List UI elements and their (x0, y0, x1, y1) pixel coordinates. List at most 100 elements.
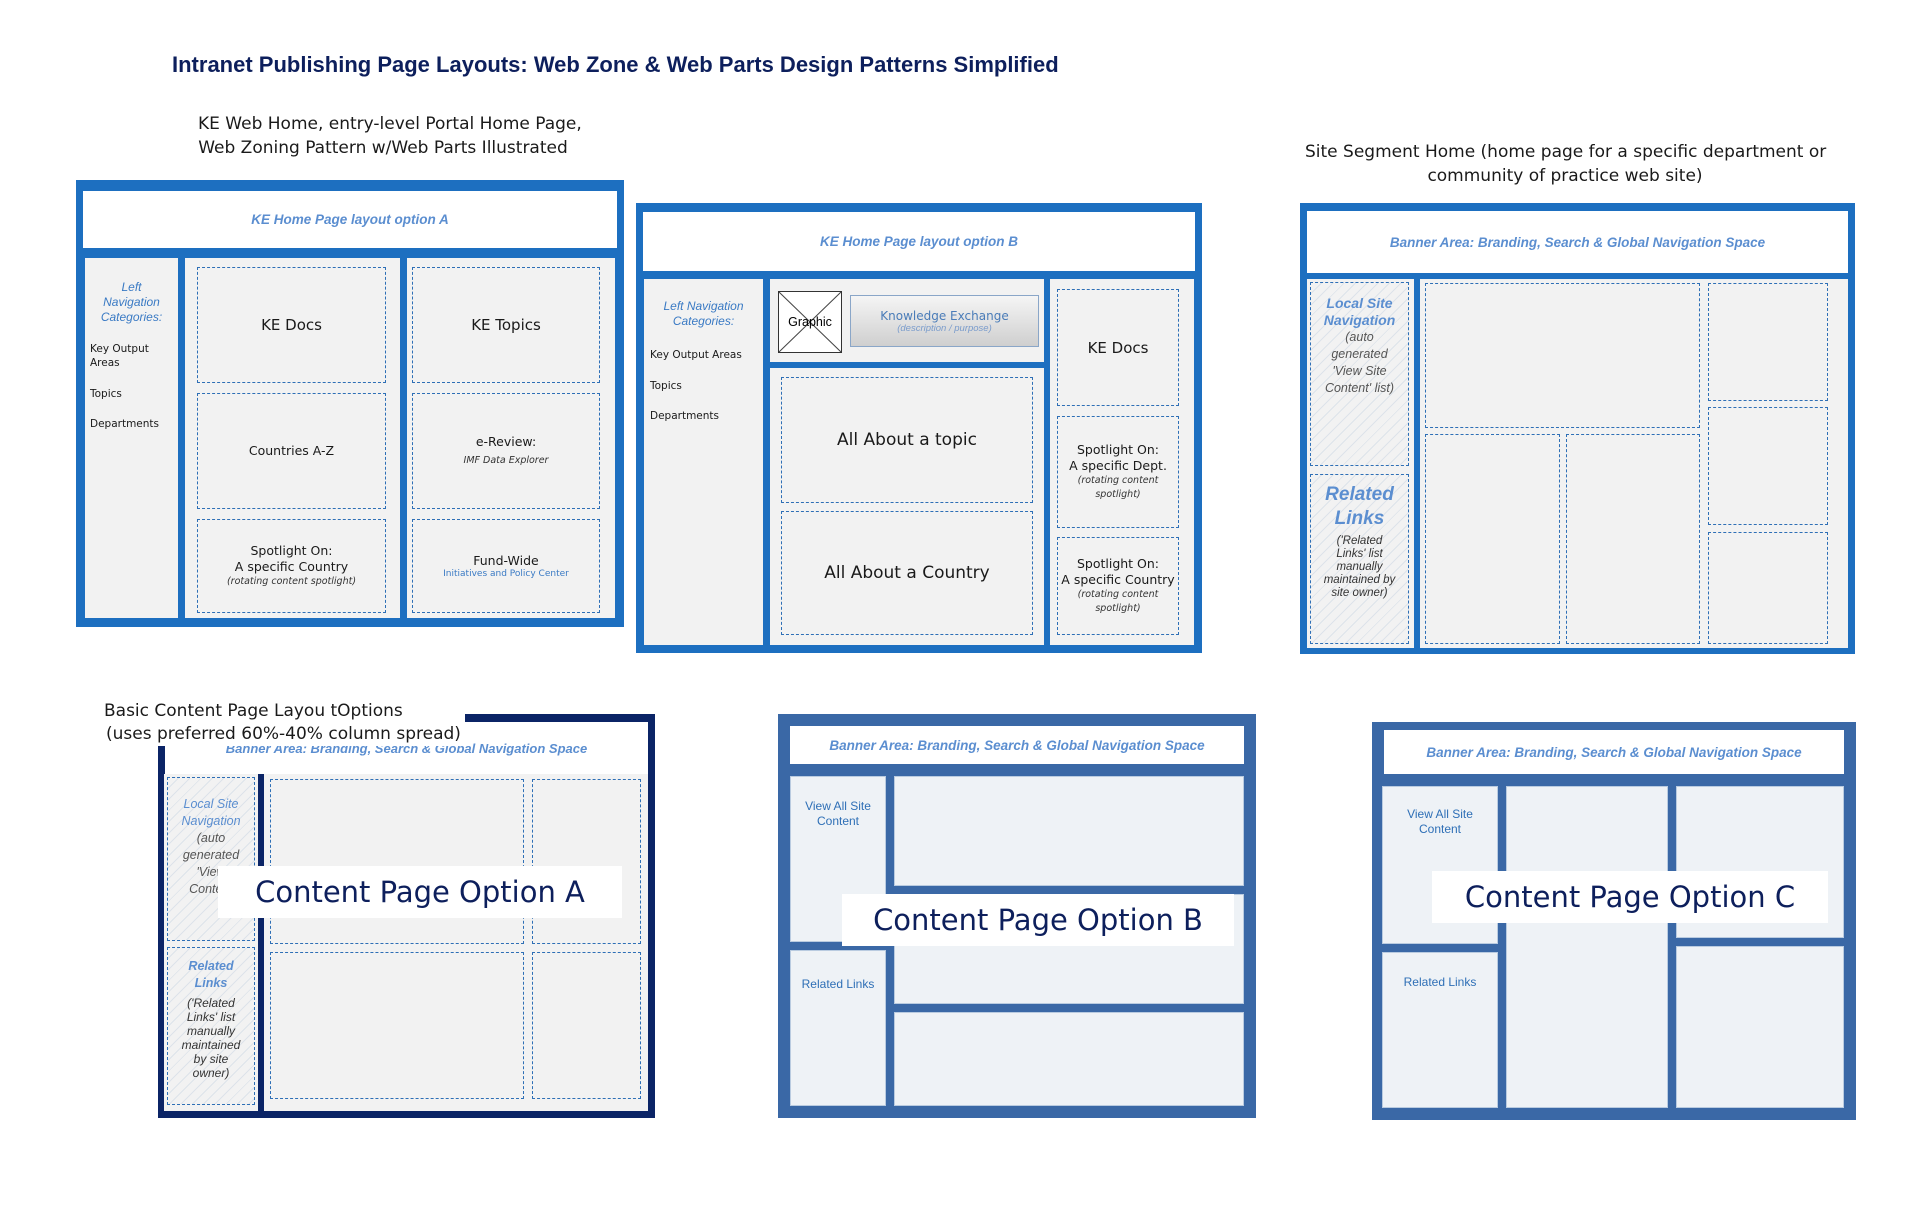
part-label: Spotlight On: (1076, 442, 1160, 457)
nav-item-label: Key Output (90, 343, 149, 355)
heading-line: Navigation (181, 814, 241, 828)
nav-item-topics[interactable]: Topics (90, 388, 122, 400)
local-nav-heading: Local Site Navigation (1324, 295, 1396, 329)
caption-line: Basic Content Page Layou tOptions (100, 700, 465, 723)
side-web-part (1676, 946, 1844, 1108)
note-line: ('Related (187, 996, 235, 1010)
layout-a-left-nav: Left Navigation Categories: Key Output A… (85, 258, 178, 618)
ke-home-caption: KE Web Home, entry-level Portal Home Pag… (198, 112, 582, 160)
content-c-banner: Banner Area: Branding, Search & Global N… (1384, 730, 1844, 774)
segment-content-zone (1420, 279, 1848, 648)
related-links-label[interactable]: Related Links (801, 977, 875, 991)
caption-line: community of practice web site) (1427, 166, 1703, 186)
content-web-part (894, 1012, 1244, 1106)
note-line: maintained by (1323, 574, 1396, 586)
nav-item-label: Areas (90, 357, 120, 369)
label-line: View All Site (1407, 807, 1473, 821)
related-links-note: ('Related Links' list manually maintaine… (1324, 535, 1396, 600)
nav-heading-line: Left (121, 280, 142, 294)
side-web-part (532, 952, 641, 1099)
note-line: ('Related (1336, 535, 1383, 547)
part-label: A specific Dept. (1069, 458, 1167, 473)
layout-a-banner: KE Home Page layout option A (83, 191, 617, 248)
view-all-label[interactable]: View All Site Content (805, 799, 871, 829)
note-line: Links' list (186, 1010, 236, 1024)
nav-item-departments[interactable]: Departments (90, 418, 160, 430)
caption-line: (uses preferred 60%-40% column spread) (100, 723, 465, 746)
side-web-part (1708, 283, 1828, 401)
local-nav-heading: Local Site Navigation (181, 796, 240, 830)
part-label: Fund-Wide (473, 553, 539, 568)
related-links-note: ('Related Links' list manually maintaine… (182, 996, 241, 1080)
spotlight-dept-part: Spotlight On: A specific Dept. (rotating… (1057, 416, 1179, 528)
spotlight-country-part: Spotlight On: A specific Country (rotati… (197, 519, 386, 613)
layout-a-center-zone: KE Docs Countries A-Z Spotlight On: A sp… (185, 258, 400, 618)
ereview-part: e-Review: IMF Data Explorer (412, 393, 600, 509)
segment-caption: Site Segment Home (home page for a speci… (1305, 140, 1827, 188)
note-line: generated (1331, 347, 1388, 361)
part-sublabel: spotlight) (1095, 603, 1141, 614)
part-label: KE Docs (1087, 338, 1149, 357)
zone-divider (770, 362, 1044, 368)
nav-item-departments[interactable]: Departments (650, 410, 720, 422)
part-label: Spotlight On: (250, 543, 333, 558)
page-title: Intranet Publishing Page Layouts: Web Zo… (172, 52, 1059, 77)
part-label: All About a topic (837, 430, 977, 450)
layout-b-center-zone: Graphic Knowledge Exchange (description … (770, 279, 1044, 645)
segment-banner: Banner Area: Branding, Search & Global N… (1307, 211, 1848, 273)
part-label: KE Topics (471, 316, 541, 334)
nav-heading-line: Navigation (103, 295, 160, 309)
note-line: owner) (192, 1066, 230, 1080)
ke-topics-part: KE Topics (412, 267, 600, 383)
caption-line: KE Web Home, entry-level Portal Home Pag… (198, 114, 582, 134)
view-all-label[interactable]: View All Site Content (1407, 807, 1473, 837)
related-links-heading: Related Links (1325, 483, 1394, 531)
part-label: e-Review: (475, 434, 537, 449)
nav-heading: Left Navigation Categories: (85, 280, 178, 325)
heading-line: Local Site (183, 797, 239, 811)
content-c-frame: Banner Area: Branding, Search & Global N… (1372, 722, 1856, 1120)
label-line: Content (816, 814, 860, 828)
heading-line: Links (1334, 508, 1385, 529)
part-label: All About a Country (824, 563, 990, 583)
heading-line: Navigation (1323, 312, 1396, 328)
related-links-part: Related Links (790, 950, 886, 1106)
heading-line: Links (194, 976, 228, 990)
content-web-part (1506, 786, 1668, 1108)
content-b-label: Content Page Option B (842, 894, 1234, 946)
note-line: maintained (181, 1038, 241, 1052)
part-sublabel: (rotating content spotlight) (226, 576, 357, 587)
content-c-label: Content Page Option C (1432, 871, 1828, 923)
nav-heading: Left Navigation Categories: (644, 299, 763, 329)
part-label: A specific Country (234, 559, 349, 574)
part-sublabel: IMF Data Explorer (463, 455, 549, 466)
content-web-part (894, 776, 1244, 886)
nav-item-key-output[interactable]: Key Output Areas (90, 342, 149, 370)
side-web-part (1708, 532, 1828, 644)
graphic-label: Graphic (788, 315, 832, 329)
part-sublabel: Initiatives and Policy Center (443, 569, 569, 579)
note-line: Links' list (1336, 548, 1383, 560)
part-sublabel: (rotating content (1077, 589, 1159, 600)
side-web-part (532, 779, 641, 944)
local-site-nav-part: Local Site Navigation (auto generated 'V… (1310, 282, 1409, 466)
layout-a-frame: KE Home Page layout option A Left Naviga… (76, 180, 624, 627)
countries-part: Countries A-Z (197, 393, 386, 509)
related-links-part: Related Links (1382, 952, 1498, 1108)
content-b-banner: Banner Area: Branding, Search & Global N… (790, 726, 1244, 764)
caption-line: Site Segment Home (home page for a speci… (1305, 142, 1827, 162)
all-about-topic-part: All About a topic (781, 377, 1033, 503)
nav-item-topics[interactable]: Topics (650, 380, 682, 392)
content-caption: Basic Content Page Layou tOptions (uses … (100, 700, 465, 746)
note-line: generated (182, 848, 240, 862)
part-label: A specific Country (1061, 572, 1175, 587)
part-sublabel: spotlight) (1095, 489, 1141, 500)
spotlight-country-part: Spotlight On: A specific Country (rotati… (1057, 537, 1179, 635)
fund-wide-part: Fund-Wide Initiatives and Policy Center (412, 519, 600, 613)
nav-item-key-output[interactable]: Key Output Areas (650, 349, 742, 361)
image-placeholder-icon (779, 292, 841, 352)
related-links-label[interactable]: Related Links (1403, 975, 1477, 989)
part-label: Countries A-Z (248, 443, 335, 458)
layout-b-right-zone: KE Docs Spotlight On: A specific Dept. (… (1050, 279, 1194, 645)
part-label: Spotlight On: (1076, 556, 1160, 571)
